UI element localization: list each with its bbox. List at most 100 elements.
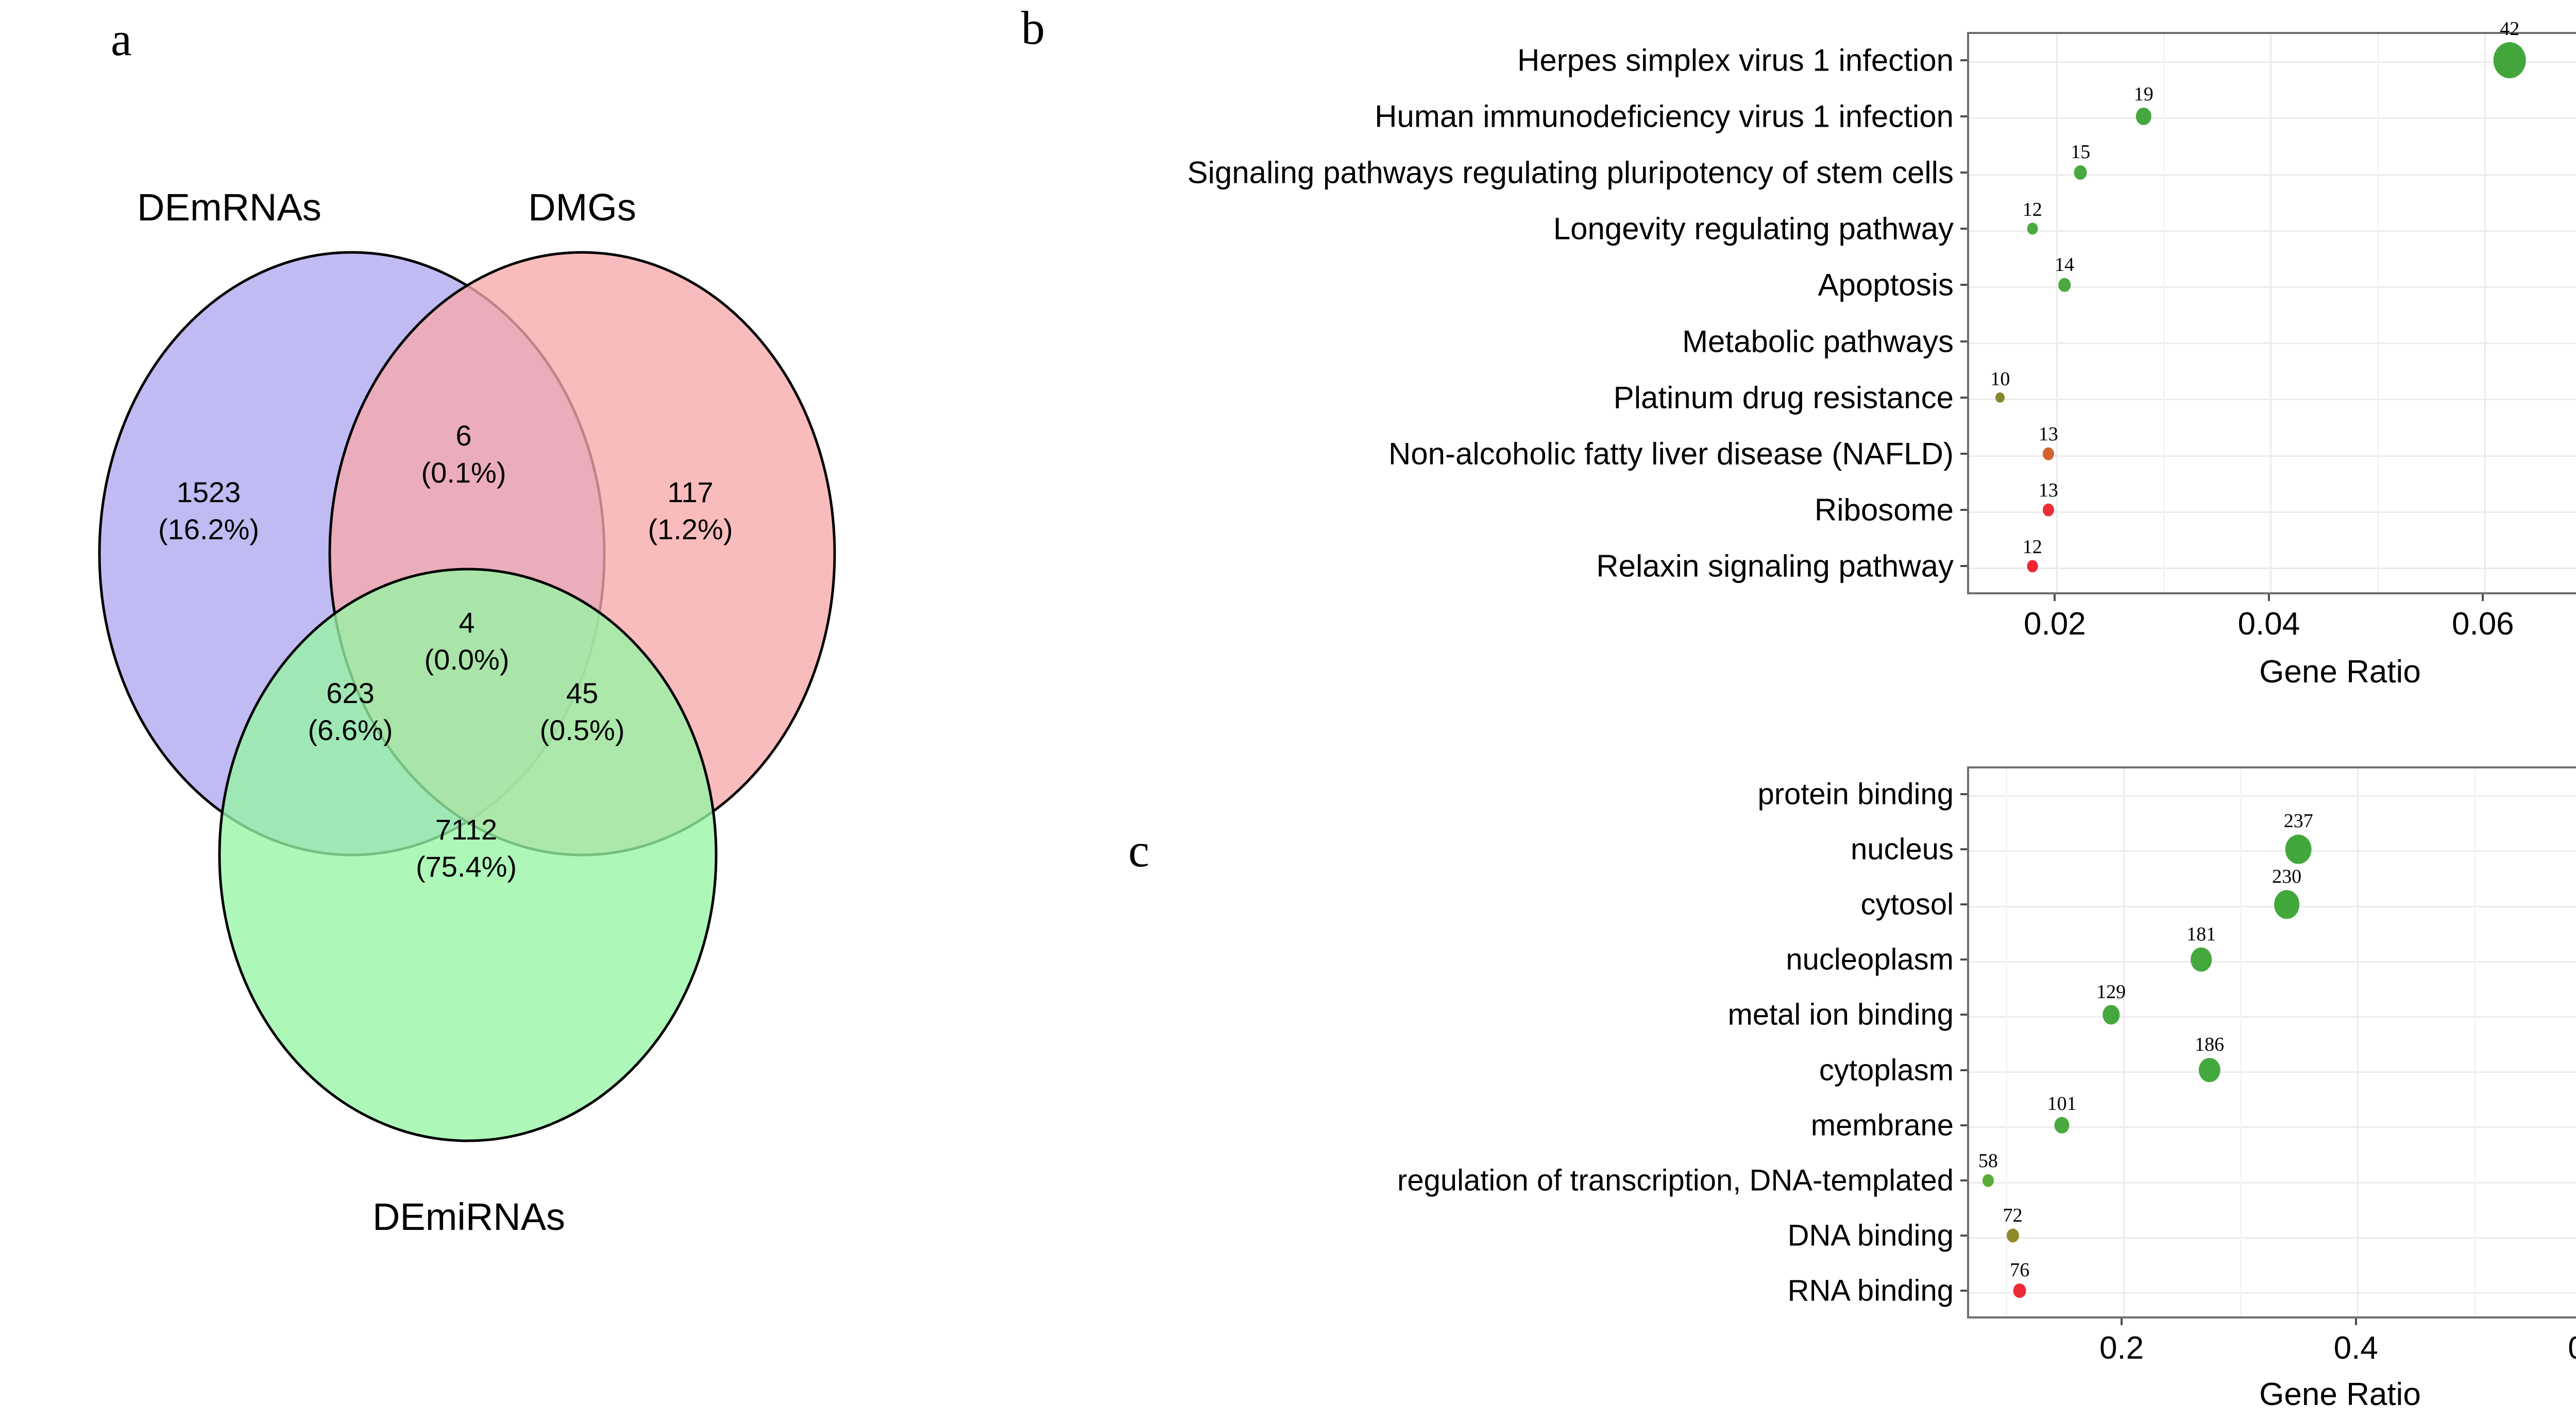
gridline-vertical	[2357, 768, 2359, 1316]
x-tick-mark	[2121, 1318, 2123, 1325]
data-point[interactable]	[2274, 890, 2300, 919]
data-point-label: 230	[2272, 866, 2302, 888]
gridline-horizontal	[1969, 61, 2576, 63]
y-axis-label: protein binding	[1757, 777, 1954, 811]
x-tick-mark	[2354, 1318, 2357, 1325]
gridline-horizontal	[1969, 1181, 2576, 1184]
gridline-vertical	[2270, 34, 2272, 592]
gridline-vertical-minor	[2163, 34, 2165, 592]
y-axis-label: membrane	[1810, 1108, 1954, 1142]
y-axis-label: Longevity regulating pathway	[1553, 211, 1954, 246]
x-tick-mark	[2054, 594, 2056, 601]
y-tick-mark	[1960, 1124, 1967, 1126]
data-point[interactable]	[2493, 42, 2526, 78]
data-point[interactable]	[2102, 1005, 2120, 1025]
panel-a-venn: a DEmRNAs DMGs DEmiRNAs 1523 (16.2%) 117…	[0, 0, 1030, 1422]
gridline-horizontal	[1969, 905, 2576, 907]
y-axis-label: Non-alcoholic fatty liver disease (NAFLD…	[1388, 436, 1954, 471]
y-tick-mark	[1960, 1179, 1967, 1181]
data-point[interactable]	[2074, 165, 2087, 180]
venn-count-demrnas-only: 1523	[176, 476, 241, 508]
gridline-horizontal	[1969, 230, 2576, 232]
venn-percent-demirnas-only: (75.4%)	[415, 850, 517, 883]
panel-c-plot-area	[1967, 766, 2576, 1318]
y-axis-label: Metabolic pathways	[1682, 324, 1954, 359]
data-point[interactable]	[2054, 1117, 2070, 1134]
data-point-label: 129	[2096, 981, 2126, 1003]
data-point-label: 13	[2038, 479, 2058, 501]
gridline-horizontal	[1969, 286, 2576, 288]
data-point[interactable]	[2027, 560, 2038, 573]
x-tick-label: 0.4	[2333, 1330, 2378, 1366]
gridline-vertical-minor	[2006, 768, 2008, 1316]
x-tick-label: 0.02	[2024, 606, 2086, 642]
venn-region-dmgs-only: 117 (1.2%)	[618, 474, 762, 547]
y-tick-mark	[1960, 509, 1967, 511]
data-point[interactable]	[2190, 947, 2212, 972]
data-point-label: 186	[2195, 1033, 2225, 1055]
data-point-label: 19	[2133, 83, 2154, 105]
y-axis-label: Herpes simplex virus 1 infection	[1517, 43, 1954, 78]
data-point-label: 15	[2071, 141, 2091, 163]
y-tick-mark	[1960, 115, 1967, 117]
gridline-horizontal	[1969, 511, 2576, 513]
data-point[interactable]	[2006, 1228, 2019, 1243]
venn-label-demrnas: DEmRNAs	[137, 186, 321, 229]
venn-percent-dmgs-demirnas: (0.5%)	[539, 713, 625, 746]
venn-label-dmgs: DMGs	[528, 186, 636, 229]
data-point[interactable]	[2042, 503, 2054, 517]
venn-count-demirnas-only: 7112	[435, 813, 498, 846]
data-point[interactable]	[1995, 392, 2005, 403]
data-point[interactable]	[2027, 222, 2038, 235]
data-point[interactable]	[2198, 1057, 2221, 1083]
y-tick-mark	[1960, 958, 1967, 961]
venn-count-all-three: 4	[459, 606, 475, 639]
data-point-label: 181	[2187, 923, 2216, 945]
data-point[interactable]	[2058, 278, 2071, 292]
venn-diagram	[98, 251, 836, 1142]
venn-circle-demirnas	[218, 568, 718, 1142]
gridline-horizontal	[1969, 1016, 2576, 1018]
data-point[interactable]	[2136, 107, 2152, 125]
venn-count-demrnas-dmgs: 6	[455, 419, 472, 452]
venn-region-dmgs-demirnas: 45 (0.5%)	[515, 675, 649, 748]
y-tick-mark	[1960, 793, 1967, 795]
y-axis-label: Relaxin signaling pathway	[1596, 549, 1954, 584]
y-axis-label: Signaling pathways regulating pluripoten…	[1187, 155, 1954, 190]
x-tick-label: 0.6	[2568, 1330, 2576, 1366]
y-tick-mark	[1960, 172, 1967, 174]
y-axis-label: Platinum drug resistance	[1613, 380, 1954, 415]
y-axis-label: DNA binding	[1787, 1219, 1954, 1253]
gridline-horizontal	[1969, 1292, 2576, 1294]
data-point[interactable]	[2285, 834, 2312, 864]
venn-percent-demrnas-only: (16.2%)	[158, 512, 260, 545]
data-point[interactable]	[2042, 447, 2054, 460]
panel-b-letter: b	[1021, 2, 1045, 54]
data-point-label: 237	[2283, 810, 2313, 832]
venn-label-demirnas: DEmiRNAs	[372, 1195, 566, 1238]
data-point[interactable]	[1982, 1174, 1994, 1187]
data-point-label: 12	[2022, 198, 2042, 220]
y-tick-mark	[1960, 848, 1967, 850]
venn-region-demrnas-dmgs: 6 (0.1%)	[397, 417, 531, 491]
y-tick-mark	[1960, 59, 1967, 61]
venn-percent-demrnas-demirnas: (6.6%)	[308, 713, 393, 746]
data-point[interactable]	[2013, 1283, 2026, 1298]
venn-percent-demrnas-dmgs: (0.1%)	[421, 456, 506, 489]
y-tick-mark	[1960, 1235, 1967, 1237]
y-axis-label: regulation of transcription, DNA-templat…	[1397, 1163, 1954, 1197]
y-axis-label: RNA binding	[1787, 1274, 1954, 1308]
gridline-horizontal	[1969, 1237, 2576, 1239]
y-tick-mark	[1960, 1290, 1967, 1292]
venn-region-all-three: 4 (0.0%)	[400, 604, 534, 678]
gridline-vertical	[2123, 768, 2125, 1316]
data-point-label: 14	[2055, 254, 2075, 276]
x-tick-label: 0.06	[2451, 606, 2514, 642]
y-tick-mark	[1960, 1014, 1967, 1016]
y-tick-mark	[1960, 565, 1967, 568]
data-point-label: 76	[2010, 1259, 2030, 1281]
gridline-vertical-minor	[2474, 768, 2476, 1316]
venn-count-dmgs-demirnas: 45	[566, 677, 599, 709]
y-axis-label: cytosol	[1860, 887, 1954, 921]
